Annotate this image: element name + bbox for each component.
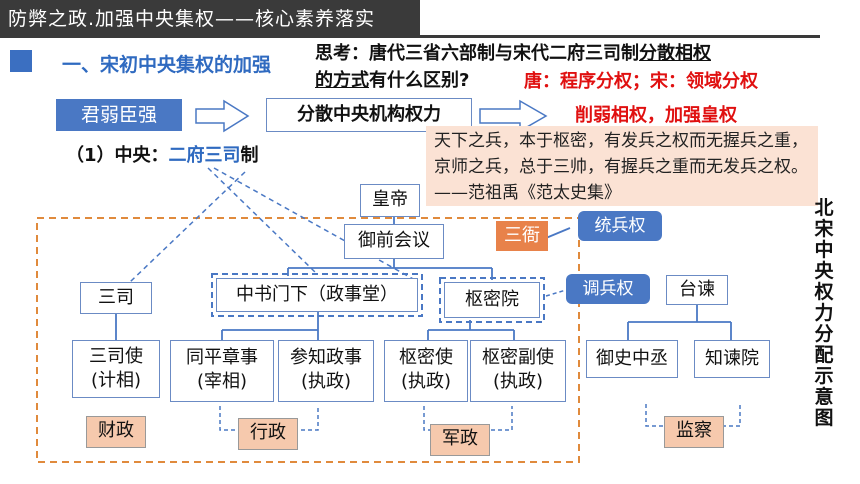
junzheng-tag: 军政 (430, 424, 490, 456)
node-shumishi: 枢密使(执政) (384, 340, 468, 402)
shumi-dash-frame (439, 277, 545, 323)
node-shumifu: 枢密副使(执政) (470, 340, 566, 402)
central-frame (36, 217, 580, 463)
node-council: 御前会议 (344, 224, 444, 259)
section-marker-icon (10, 50, 32, 72)
node-taijian: 台谏 (666, 275, 728, 305)
node-emperor: 皇帝 (360, 184, 420, 217)
flow-arrow-2 (479, 99, 548, 133)
node-canzhi: 参知政事(执政) (278, 340, 374, 402)
weak-ruler-label: 君弱臣强 (56, 99, 182, 131)
node-yushi: 御史中丞 (586, 340, 678, 378)
pointer-sansi (129, 171, 246, 283)
zhongshu-dash-frame (211, 273, 423, 317)
node-shumi: 枢密院 (444, 282, 540, 318)
node-tongping: 同平章事(宰相) (170, 340, 274, 402)
flow-arrow-1 (195, 99, 250, 133)
historical-quote: 天下之兵，本于枢密，有发兵之权而无握兵之重，京师之兵，总于三帅，有握兵之重而无发… (426, 126, 818, 206)
node-zhijian: 知谏院 (694, 340, 770, 378)
side-title: 北宋中 央权力 分配示 意图 (814, 197, 834, 429)
pointer-erfu-2 (213, 167, 416, 281)
diaobing-connector (545, 289, 567, 297)
section-title: 一、宋初中央集权的加强 (62, 54, 272, 76)
node-sansi: 三司 (80, 282, 152, 314)
diaobing-callout: 调兵权 (566, 274, 650, 304)
tongbing-callout: 统兵权 (578, 211, 662, 241)
pointer-erfu (207, 167, 316, 273)
header-divider (420, 35, 820, 38)
sanya-tag: 三衙 (496, 221, 548, 251)
header-title: 防弊之政.加强中央集权——核心素养落实 (0, 0, 420, 38)
jiancha-tag: 监察 (664, 416, 724, 448)
node-sansi-shi: 三司使(计相) (72, 340, 160, 398)
xingzheng-tag: 行政 (238, 418, 298, 450)
jiancha-bracket (645, 404, 741, 427)
caizheng-tag: 财政 (86, 416, 146, 448)
result-label: 削弱相权，加强皇权 (575, 105, 737, 126)
think-question: 思考：唐代三省六部制与宋代二府三司制分散相权 的方式有什么区别? (315, 43, 711, 91)
answer-text: 唐：程序分权；宋：领域分权 (524, 71, 758, 92)
node-zhongshu: 中书门下（政事堂） (216, 278, 418, 312)
central-label: （1）中央：二府三司制 (66, 145, 259, 166)
